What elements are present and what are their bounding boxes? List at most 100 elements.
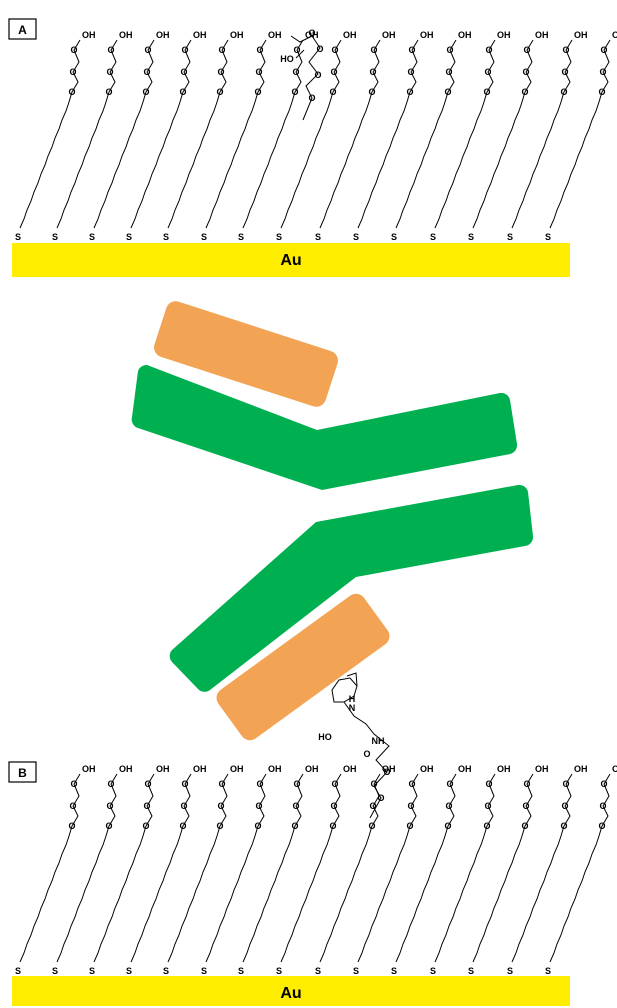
terminal-hydroxyl: OH bbox=[574, 764, 588, 774]
panel-a-acid-ho: HO bbox=[280, 54, 294, 64]
thiol-sulfur: S bbox=[238, 966, 244, 976]
ether-oxygen: O bbox=[70, 779, 77, 789]
alkyl-chain bbox=[434, 39, 496, 229]
ether-oxygen: O bbox=[445, 801, 452, 811]
alkyl-chain bbox=[19, 39, 81, 229]
ether-oxygen: O bbox=[485, 779, 492, 789]
alkyl-chain bbox=[205, 773, 267, 963]
terminal-hydroxyl: OH bbox=[420, 764, 434, 774]
alkyl-chain bbox=[472, 39, 534, 229]
alkyl-chain bbox=[472, 773, 534, 963]
thiol-sulfur: S bbox=[15, 966, 21, 976]
alkyl-chain bbox=[280, 39, 342, 229]
terminal-hydroxyl: OH bbox=[268, 30, 282, 40]
ether-oxygen: O bbox=[522, 67, 529, 77]
ether-oxygen: O bbox=[562, 45, 569, 55]
ether-oxygen: O bbox=[144, 45, 151, 55]
thiol-sulfur: S bbox=[201, 232, 207, 242]
ether-oxygen: O bbox=[561, 67, 568, 77]
ether-oxygen: O bbox=[407, 67, 414, 77]
ether-oxygen: O bbox=[256, 779, 263, 789]
panel-b-indole-n: N bbox=[349, 703, 356, 713]
panel-b-gold-label: Au bbox=[280, 985, 301, 1002]
terminal-hydroxyl: OH bbox=[156, 764, 170, 774]
ether-oxygen: O bbox=[293, 779, 300, 789]
terminal-hydroxyl: OH bbox=[612, 30, 617, 40]
ether-oxygen: O bbox=[217, 67, 224, 77]
terminal-hydroxyl: OH bbox=[497, 30, 511, 40]
ether-oxygen: O bbox=[107, 45, 114, 55]
terminal-hydroxyl: OH bbox=[574, 30, 588, 40]
thiol-sulfur: S bbox=[507, 232, 513, 242]
ether-oxygen: O bbox=[598, 87, 605, 97]
ether-oxygen: O bbox=[446, 779, 453, 789]
panel-b: B SOOOOHSOOOOHSOOOOHSOOOOHSOOOOHSOOOOHSO… bbox=[8, 672, 617, 1006]
ether-oxygen: O bbox=[255, 67, 262, 77]
alkyl-chain bbox=[56, 39, 118, 229]
ether-oxygen: O bbox=[330, 67, 337, 77]
ether-oxygen: O bbox=[446, 45, 453, 55]
ether-oxygen: O bbox=[600, 779, 607, 789]
ether-oxygen: O bbox=[179, 87, 186, 97]
panel-b-gold-substrate bbox=[12, 976, 570, 1006]
ether-oxygen: O bbox=[408, 779, 415, 789]
ether-oxygen: O bbox=[484, 801, 491, 811]
ether-oxygen: O bbox=[218, 45, 225, 55]
ether-oxygen: O bbox=[291, 87, 298, 97]
ether-oxygen: O bbox=[144, 779, 151, 789]
terminal-hydroxyl: OH bbox=[119, 764, 133, 774]
ether-oxygen: O bbox=[523, 779, 530, 789]
ether-oxygen: O bbox=[560, 87, 567, 97]
ether-oxygen: O bbox=[142, 821, 149, 831]
alkyl-chain bbox=[549, 39, 611, 229]
alkyl-chain bbox=[511, 39, 573, 229]
ether-oxygen: O bbox=[143, 801, 150, 811]
alkyl-chain bbox=[56, 773, 118, 963]
antibody-light-chain-bottom bbox=[216, 593, 390, 741]
terminal-hydroxyl: OH bbox=[305, 764, 319, 774]
panel-a-ether-o: O bbox=[316, 44, 323, 54]
ether-oxygen: O bbox=[600, 45, 607, 55]
thiol-sulfur: S bbox=[126, 232, 132, 242]
alkyl-chain bbox=[395, 773, 457, 963]
ether-oxygen: O bbox=[485, 45, 492, 55]
antibody-heavy-chain-bottom bbox=[169, 484, 534, 692]
thiol-sulfur: S bbox=[276, 966, 282, 976]
ether-oxygen: O bbox=[106, 67, 113, 77]
ether-oxygen: O bbox=[369, 801, 376, 811]
thiol-sulfur: S bbox=[353, 966, 359, 976]
thiol-sulfur: S bbox=[163, 966, 169, 976]
panel-b-amide-o: O bbox=[363, 749, 370, 759]
ether-oxygen: O bbox=[330, 801, 337, 811]
terminal-hydroxyl: OH bbox=[305, 30, 319, 40]
ether-oxygen: O bbox=[368, 821, 375, 831]
ether-oxygen: O bbox=[180, 67, 187, 77]
terminal-hydroxyl: OH bbox=[230, 30, 244, 40]
panel-b-ether-o: O bbox=[383, 767, 390, 777]
ether-oxygen: O bbox=[406, 821, 413, 831]
ether-oxygen: O bbox=[407, 801, 414, 811]
ether-oxygen: O bbox=[293, 45, 300, 55]
alkyl-chain bbox=[167, 773, 229, 963]
terminal-hydroxyl: OH bbox=[193, 30, 207, 40]
alkyl-chain bbox=[93, 39, 155, 229]
ether-oxygen: O bbox=[68, 87, 75, 97]
thiol-sulfur: S bbox=[52, 232, 58, 242]
terminal-hydroxyl: OH bbox=[382, 30, 396, 40]
ether-oxygen: O bbox=[483, 87, 490, 97]
thiol-sulfur: S bbox=[238, 232, 244, 242]
alkyl-chain bbox=[511, 773, 573, 963]
alkyl-chain bbox=[167, 39, 229, 229]
antibody bbox=[131, 301, 534, 741]
thiol-sulfur: S bbox=[163, 232, 169, 242]
ether-oxygen: O bbox=[562, 779, 569, 789]
ether-oxygen: O bbox=[523, 45, 530, 55]
ether-oxygen: O bbox=[561, 801, 568, 811]
ether-oxygen: O bbox=[406, 87, 413, 97]
panel-a-label-box bbox=[8, 18, 37, 40]
terminal-hydroxyl: OH bbox=[230, 764, 244, 774]
ether-oxygen: O bbox=[521, 87, 528, 97]
ether-oxygen: O bbox=[331, 45, 338, 55]
ether-oxygen: O bbox=[599, 801, 606, 811]
